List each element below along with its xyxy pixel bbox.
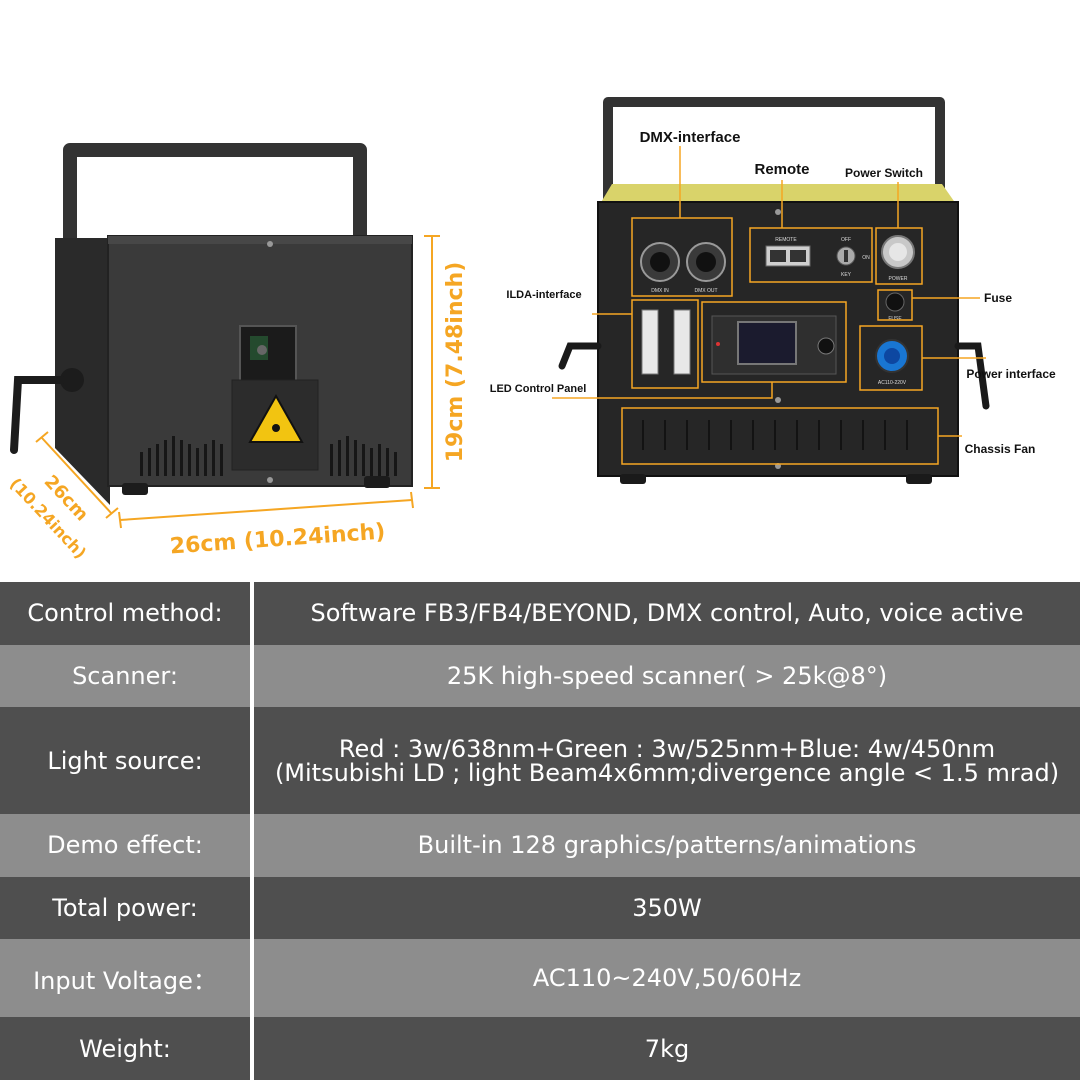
spec-table: Control method: Software FB3/FB4/BEYOND,… bbox=[0, 582, 1080, 1080]
spec-row-light-source: Light source: Red : 3w/638nm+Green : 3w/… bbox=[0, 707, 1080, 815]
front-view-projector bbox=[10, 143, 413, 505]
spec-value: 7kg bbox=[252, 1017, 1080, 1080]
spec-value: Built-in 128 graphics/patterns/animation… bbox=[252, 814, 1080, 877]
dmx-out-label: DMX OUT bbox=[694, 288, 717, 294]
key-off-label: OFF bbox=[841, 237, 851, 243]
callout-remote: Remote bbox=[754, 161, 809, 178]
callout-power-interface: Power interface bbox=[966, 367, 1056, 381]
spec-label: Weight: bbox=[0, 1017, 254, 1080]
height-dimension-label: 19cm (7.48inch) bbox=[443, 262, 468, 463]
callout-fuse: Fuse bbox=[984, 291, 1012, 305]
spec-row-control-method: Control method: Software FB3/FB4/BEYOND,… bbox=[0, 582, 1080, 645]
ac-input-label: AC110-220V bbox=[878, 380, 907, 386]
spec-value: Red : 3w/638nm+Green : 3w/525nm+Blue: 4w… bbox=[252, 707, 1080, 815]
spec-value: 25K high-speed scanner( > 25k@8°) bbox=[252, 644, 1080, 708]
fuse-port-label: FUSE bbox=[888, 316, 902, 322]
power-switch-label: POWER bbox=[889, 276, 908, 282]
spec-row-scanner: Scanner: 25K high-speed scanner( > 25k@8… bbox=[0, 644, 1080, 708]
product-photos: 19cm (7.48inch) 26cm (10.24inch) 26cm (1… bbox=[5, 97, 1057, 563]
spec-row-input-voltage: Input Voltage： AC110~240V,50/60Hz bbox=[0, 939, 1080, 1018]
width-dimension-label: 26cm (10.24inch) bbox=[169, 520, 386, 560]
spec-value: 350W bbox=[252, 876, 1080, 940]
spec-row-demo-effect: Demo effect: Built-in 128 graphics/patte… bbox=[0, 814, 1080, 877]
callout-ilda-interface: ILDA-interface bbox=[506, 289, 581, 301]
dmx-in-label: DMX IN bbox=[651, 288, 669, 294]
spec-label: Light source: bbox=[0, 707, 254, 815]
callout-lines bbox=[552, 146, 986, 465]
spec-value: AC110~240V,50/60Hz bbox=[252, 939, 1080, 1018]
callout-led-control-panel: LED Control Panel bbox=[490, 383, 587, 395]
spec-label: Total power: bbox=[0, 876, 254, 940]
back-view-projector: DMX IN DMX OUT REMOTE OFF ON KEY POWER F… bbox=[558, 97, 990, 484]
callout-dmx-interface: DMX-interface bbox=[640, 129, 741, 146]
callout-chassis-fan: Chassis Fan bbox=[965, 442, 1036, 456]
spec-value: Software FB3/FB4/BEYOND, DMX control, Au… bbox=[252, 582, 1080, 645]
dimension-lines bbox=[35, 235, 440, 529]
key-label: KEY bbox=[841, 272, 852, 278]
spec-label: Control method: bbox=[0, 582, 254, 645]
spec-label: Input Voltage： bbox=[0, 939, 254, 1018]
spec-row-weight: Weight: 7kg bbox=[0, 1017, 1080, 1080]
spec-label: Demo effect: bbox=[0, 814, 254, 877]
product-illustration: 19cm (7.48inch) 26cm (10.24inch) 26cm (1… bbox=[6, 97, 1056, 562]
remote-port-label: REMOTE bbox=[775, 237, 797, 243]
spec-label: Scanner: bbox=[0, 644, 254, 708]
callout-power-switch: Power Switch bbox=[845, 166, 923, 180]
spec-row-total-power: Total power: 350W bbox=[0, 876, 1080, 940]
key-on-label: ON bbox=[862, 255, 870, 261]
